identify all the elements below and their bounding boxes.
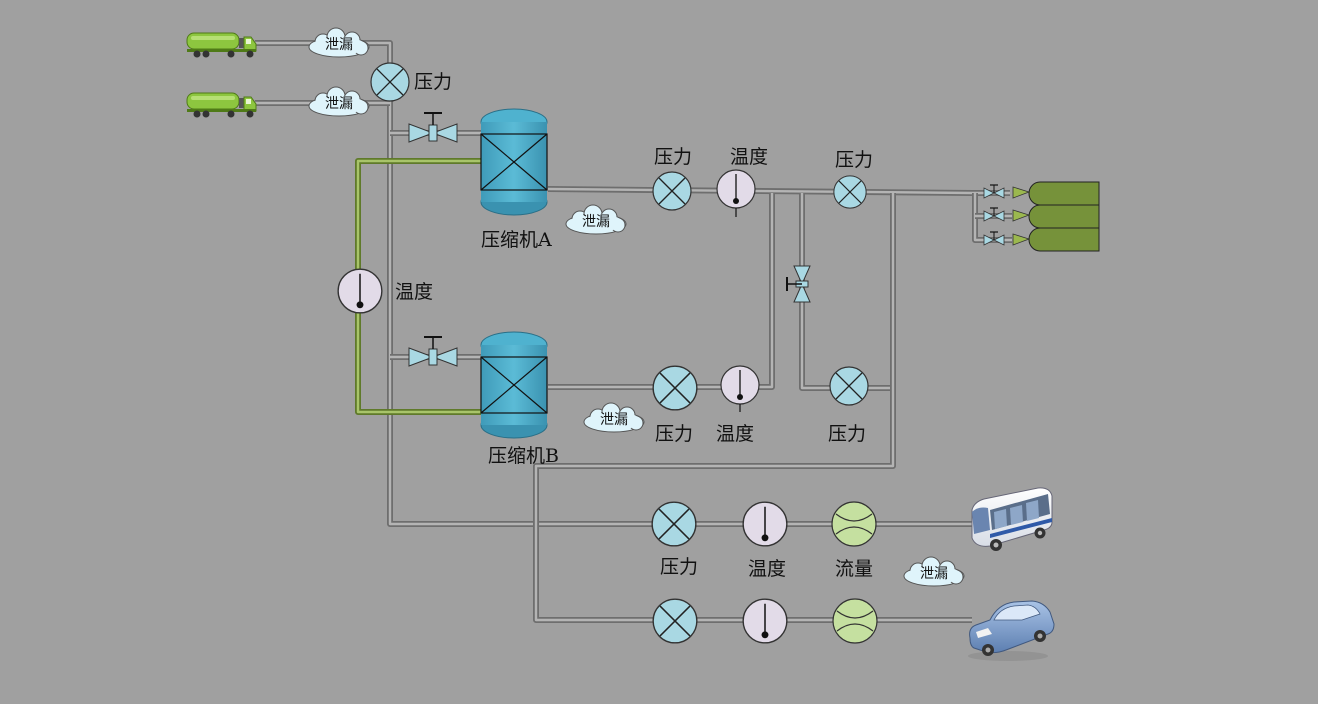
valve-icon[interactable] <box>408 336 458 367</box>
storage-cylinder-icon <box>1012 204 1100 229</box>
pressure-label: 压力 <box>828 423 866 445</box>
valve-icon[interactable] <box>408 112 458 143</box>
leak-label: 泄漏 <box>600 412 628 428</box>
pressure-gauge-icon[interactable] <box>829 366 869 406</box>
temperature-gauge-icon[interactable] <box>716 169 756 209</box>
compressor-a-label: 压缩机A <box>481 229 552 251</box>
leak-indicator-truck2: 泄漏 <box>308 86 370 117</box>
pressure-label: 压力 <box>835 149 873 171</box>
pressure-label: 压力 <box>414 71 452 93</box>
leak-label: 泄漏 <box>325 37 353 53</box>
flow-meter-icon[interactable] <box>831 501 877 547</box>
storage-cylinders <box>983 181 1100 252</box>
leak-label: 泄漏 <box>325 96 353 112</box>
compressor-b-label: 压缩机B <box>488 445 559 467</box>
pressure-gauge-icon[interactable] <box>652 171 692 211</box>
temperature-gauge-icon[interactable] <box>742 598 788 644</box>
valve-icon[interactable] <box>983 184 1005 199</box>
pressure-gauge-icon[interactable] <box>833 175 867 209</box>
temperature-gauge-icon[interactable] <box>720 365 760 405</box>
pressure-gauge-icon[interactable] <box>652 598 698 644</box>
temperature-label: 温度 <box>748 558 786 580</box>
storage-cylinder-icon <box>1012 227 1100 252</box>
leak-label: 泄漏 <box>582 214 610 230</box>
leak-indicator-dispenser: 泄漏 <box>903 556 965 587</box>
pressure-gauge-icon[interactable] <box>652 365 698 411</box>
storage-cylinder-icon <box>1012 181 1100 206</box>
temperature-label: 温度 <box>716 423 754 445</box>
tank-truck-icon <box>186 32 257 58</box>
temperature-label: 温度 <box>730 146 768 168</box>
pressure-label: 压力 <box>654 146 692 168</box>
pipe-network <box>255 40 1012 623</box>
pressure-gauge-icon[interactable] <box>370 62 410 102</box>
valve-icon[interactable] <box>983 207 1005 222</box>
leak-indicator-compressor-a: 泄漏 <box>565 204 627 235</box>
tank-truck-icon <box>186 92 257 118</box>
compressor-icon[interactable] <box>480 108 548 216</box>
pressure-label: 压力 <box>655 423 693 445</box>
flow-meter-icon[interactable] <box>832 598 878 644</box>
pressure-label: 压力 <box>660 556 698 578</box>
leak-indicator-compressor-b: 泄漏 <box>583 402 645 433</box>
compressor-icon[interactable] <box>480 331 548 439</box>
flow-label: 流量 <box>835 558 873 580</box>
temperature-gauge-icon[interactable] <box>742 501 788 547</box>
bus-icon <box>971 487 1053 551</box>
leak-indicator-truck1: 泄漏 <box>308 27 370 58</box>
leak-label: 泄漏 <box>920 566 948 582</box>
temperature-label: 温度 <box>395 281 433 303</box>
temperature-gauge-icon[interactable] <box>337 268 383 314</box>
valve-icon[interactable] <box>786 265 811 303</box>
pressure-gauge-icon[interactable] <box>651 501 697 547</box>
car-icon <box>968 600 1055 661</box>
valve-icon[interactable] <box>983 231 1005 246</box>
